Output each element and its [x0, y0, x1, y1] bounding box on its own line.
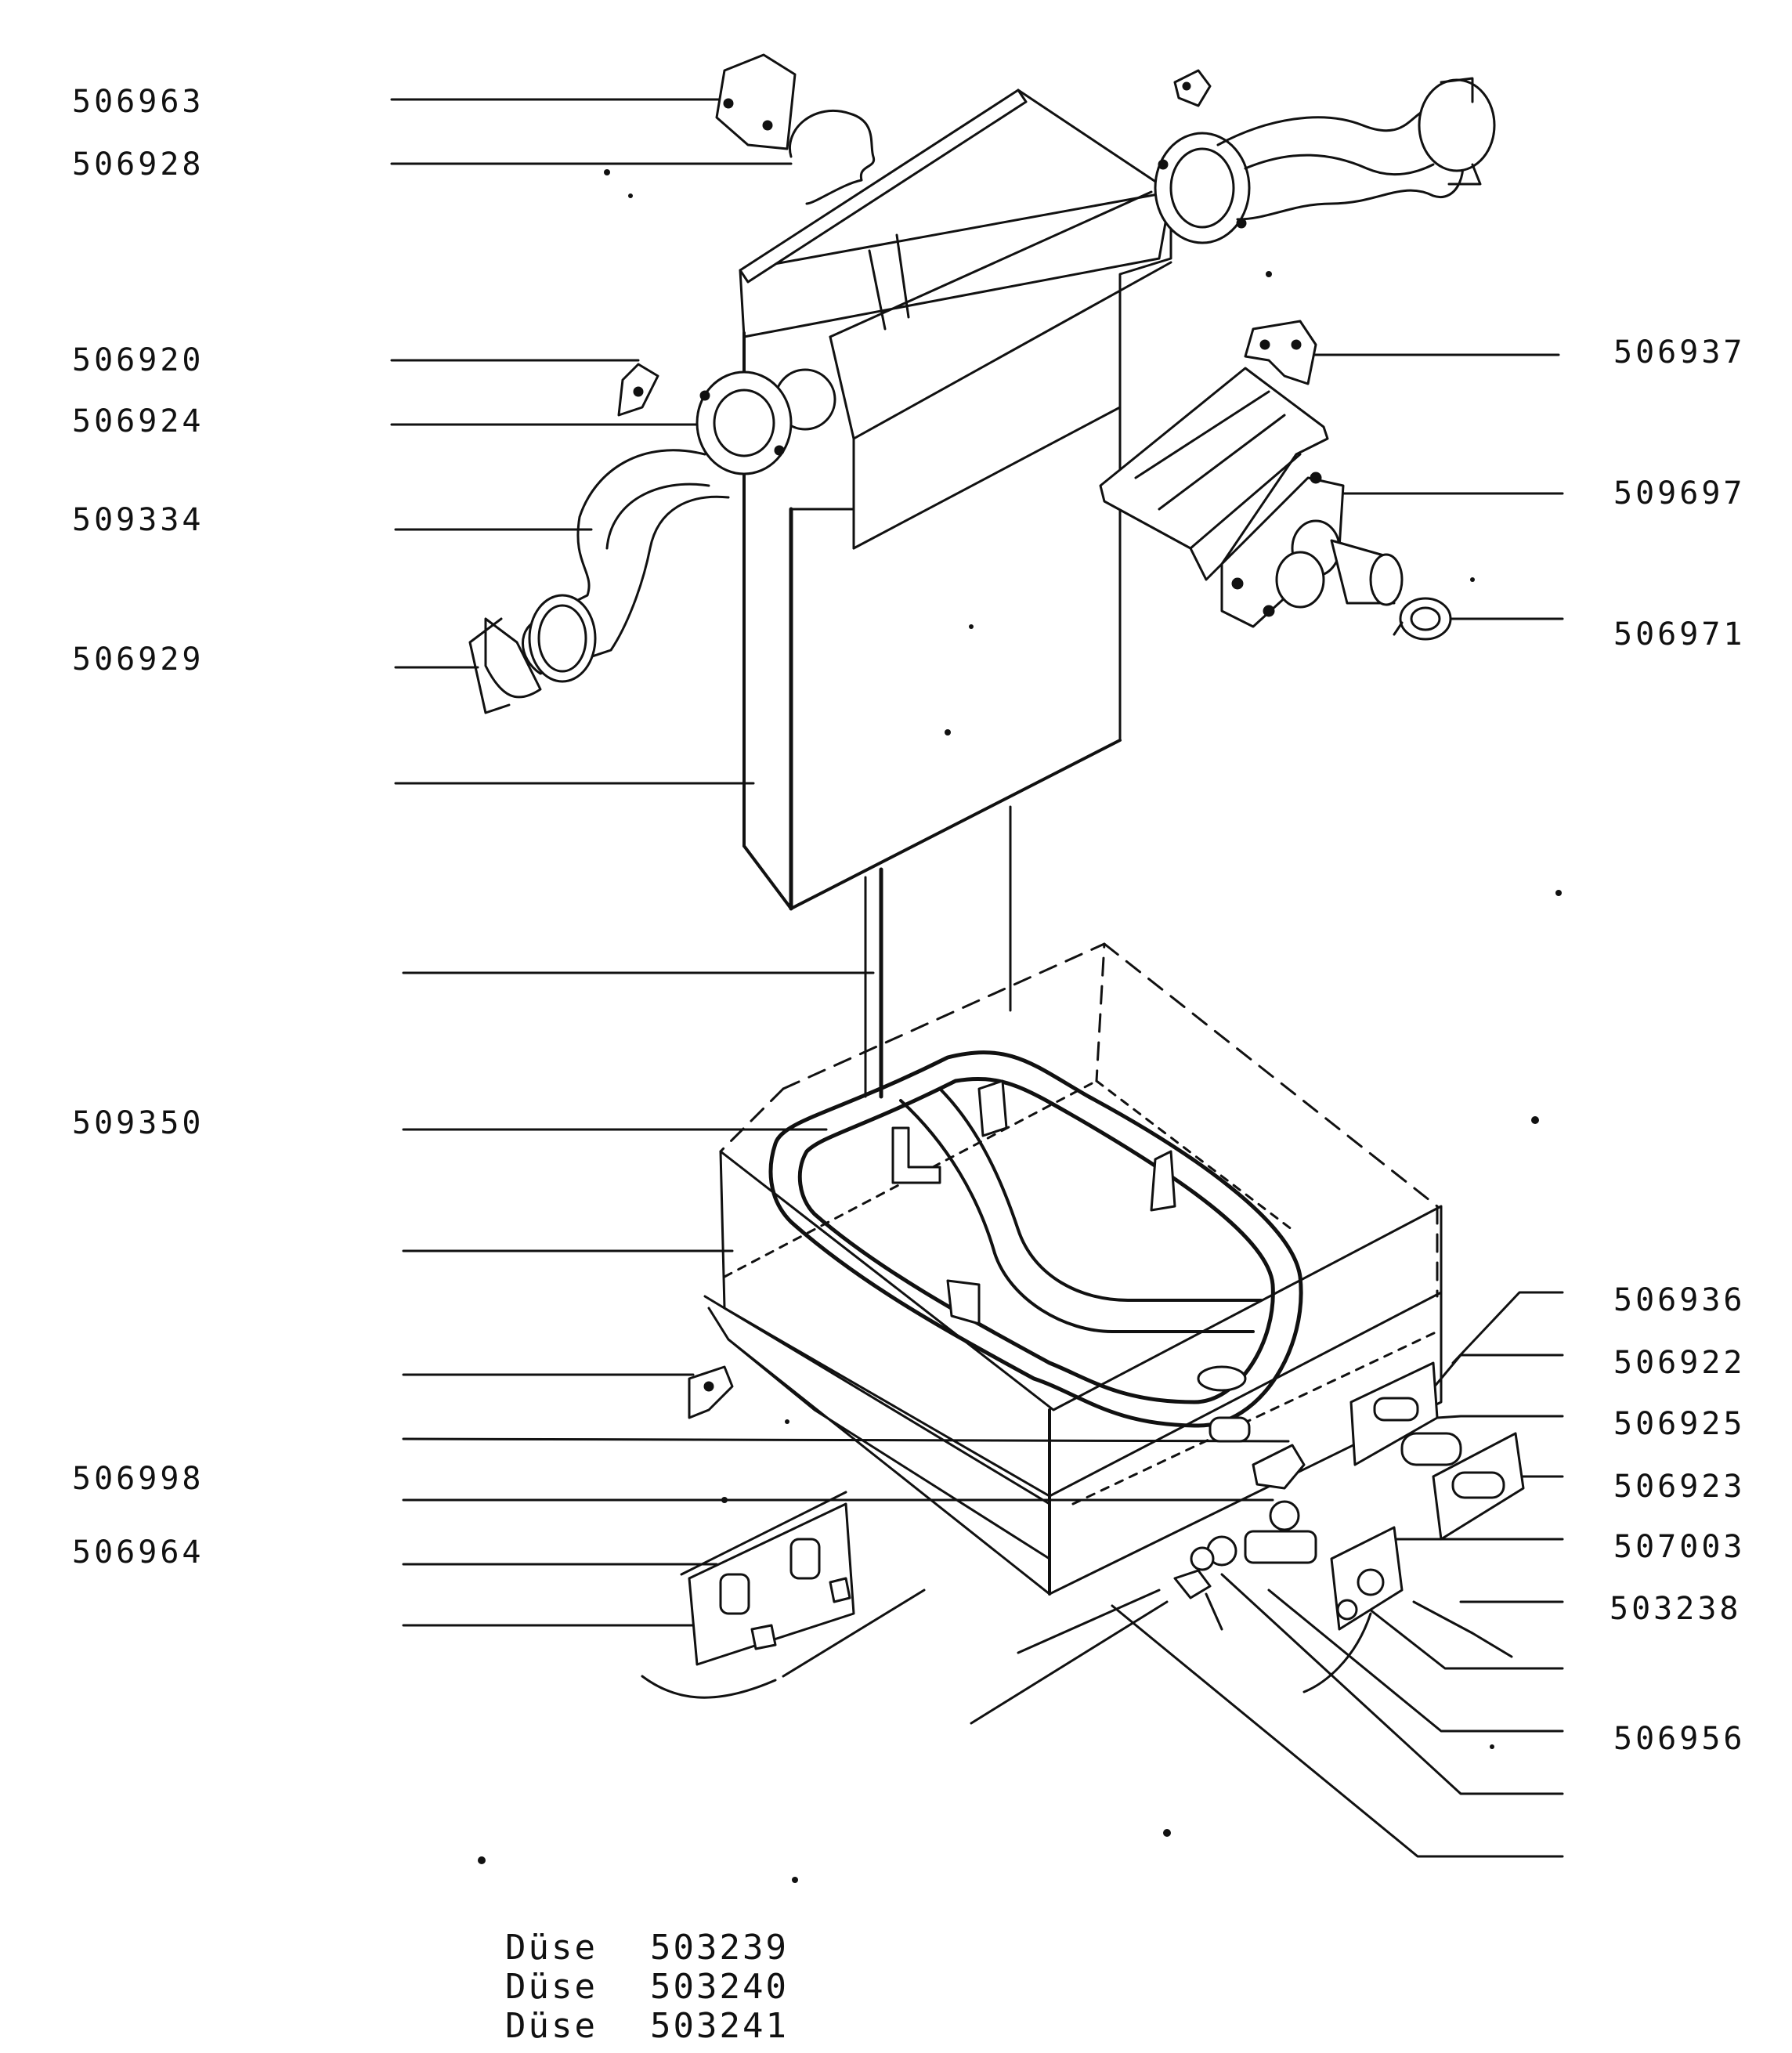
part-label: 509697 [1613, 475, 1746, 511]
dashed-box [721, 944, 1437, 1296]
nozzle-word: Düse [505, 1967, 598, 2007]
part-label: 506925 [1613, 1406, 1746, 1442]
part-label: 506963 [72, 84, 204, 120]
leader-lines-right [1112, 355, 1563, 1856]
cap-and-wire [717, 55, 874, 204]
nozzle-word: Düse [505, 1928, 598, 1968]
part-label: 506964 [72, 1534, 204, 1570]
part-label: 506971 [1613, 616, 1746, 652]
right-pipe-top [1155, 70, 1494, 243]
specks [478, 169, 1562, 1883]
part-label: 506937 [1613, 334, 1746, 370]
part-label: 506924 [72, 403, 204, 439]
nozzle [971, 1570, 1222, 1723]
tray [705, 1081, 1441, 1594]
part-label: 506923 [1613, 1469, 1746, 1505]
part-label: 506936 [1613, 1282, 1746, 1318]
leader-lines-left [392, 99, 1288, 1625]
clip-506971 [1394, 598, 1451, 639]
burner-brackets [893, 1081, 1249, 1441]
part-label: 506920 [72, 342, 204, 378]
part-label: 506956 [1613, 1721, 1746, 1757]
part-label: 506922 [1613, 1345, 1746, 1381]
valve-assembly [1191, 1502, 1512, 1692]
part-label: 507003 [1613, 1529, 1746, 1565]
bracket-tray-left [689, 1367, 732, 1418]
nozzle-code: 503239 [650, 1928, 789, 1968]
nozzle-word: Düse [505, 2006, 598, 2046]
burner-509350 [771, 1053, 1301, 1426]
gasket-plates [1351, 1363, 1523, 1539]
part-label: 509350 [72, 1105, 204, 1141]
left-parts [470, 364, 791, 713]
part-label: 509334 [72, 502, 204, 538]
bracket-506998 [1253, 1445, 1304, 1488]
bracket-506937 [1245, 321, 1316, 384]
housing [740, 90, 1171, 1097]
part-label: 503238 [1610, 1591, 1742, 1627]
part-label: 506928 [72, 146, 204, 183]
nozzle-code: 503240 [650, 1967, 789, 2007]
thermostat-panel [642, 1492, 924, 1697]
motor-509697 [1100, 368, 1402, 627]
part-label: 506929 [72, 642, 204, 678]
nozzle-code: 503241 [650, 2006, 789, 2046]
part-label: 506998 [72, 1461, 204, 1497]
